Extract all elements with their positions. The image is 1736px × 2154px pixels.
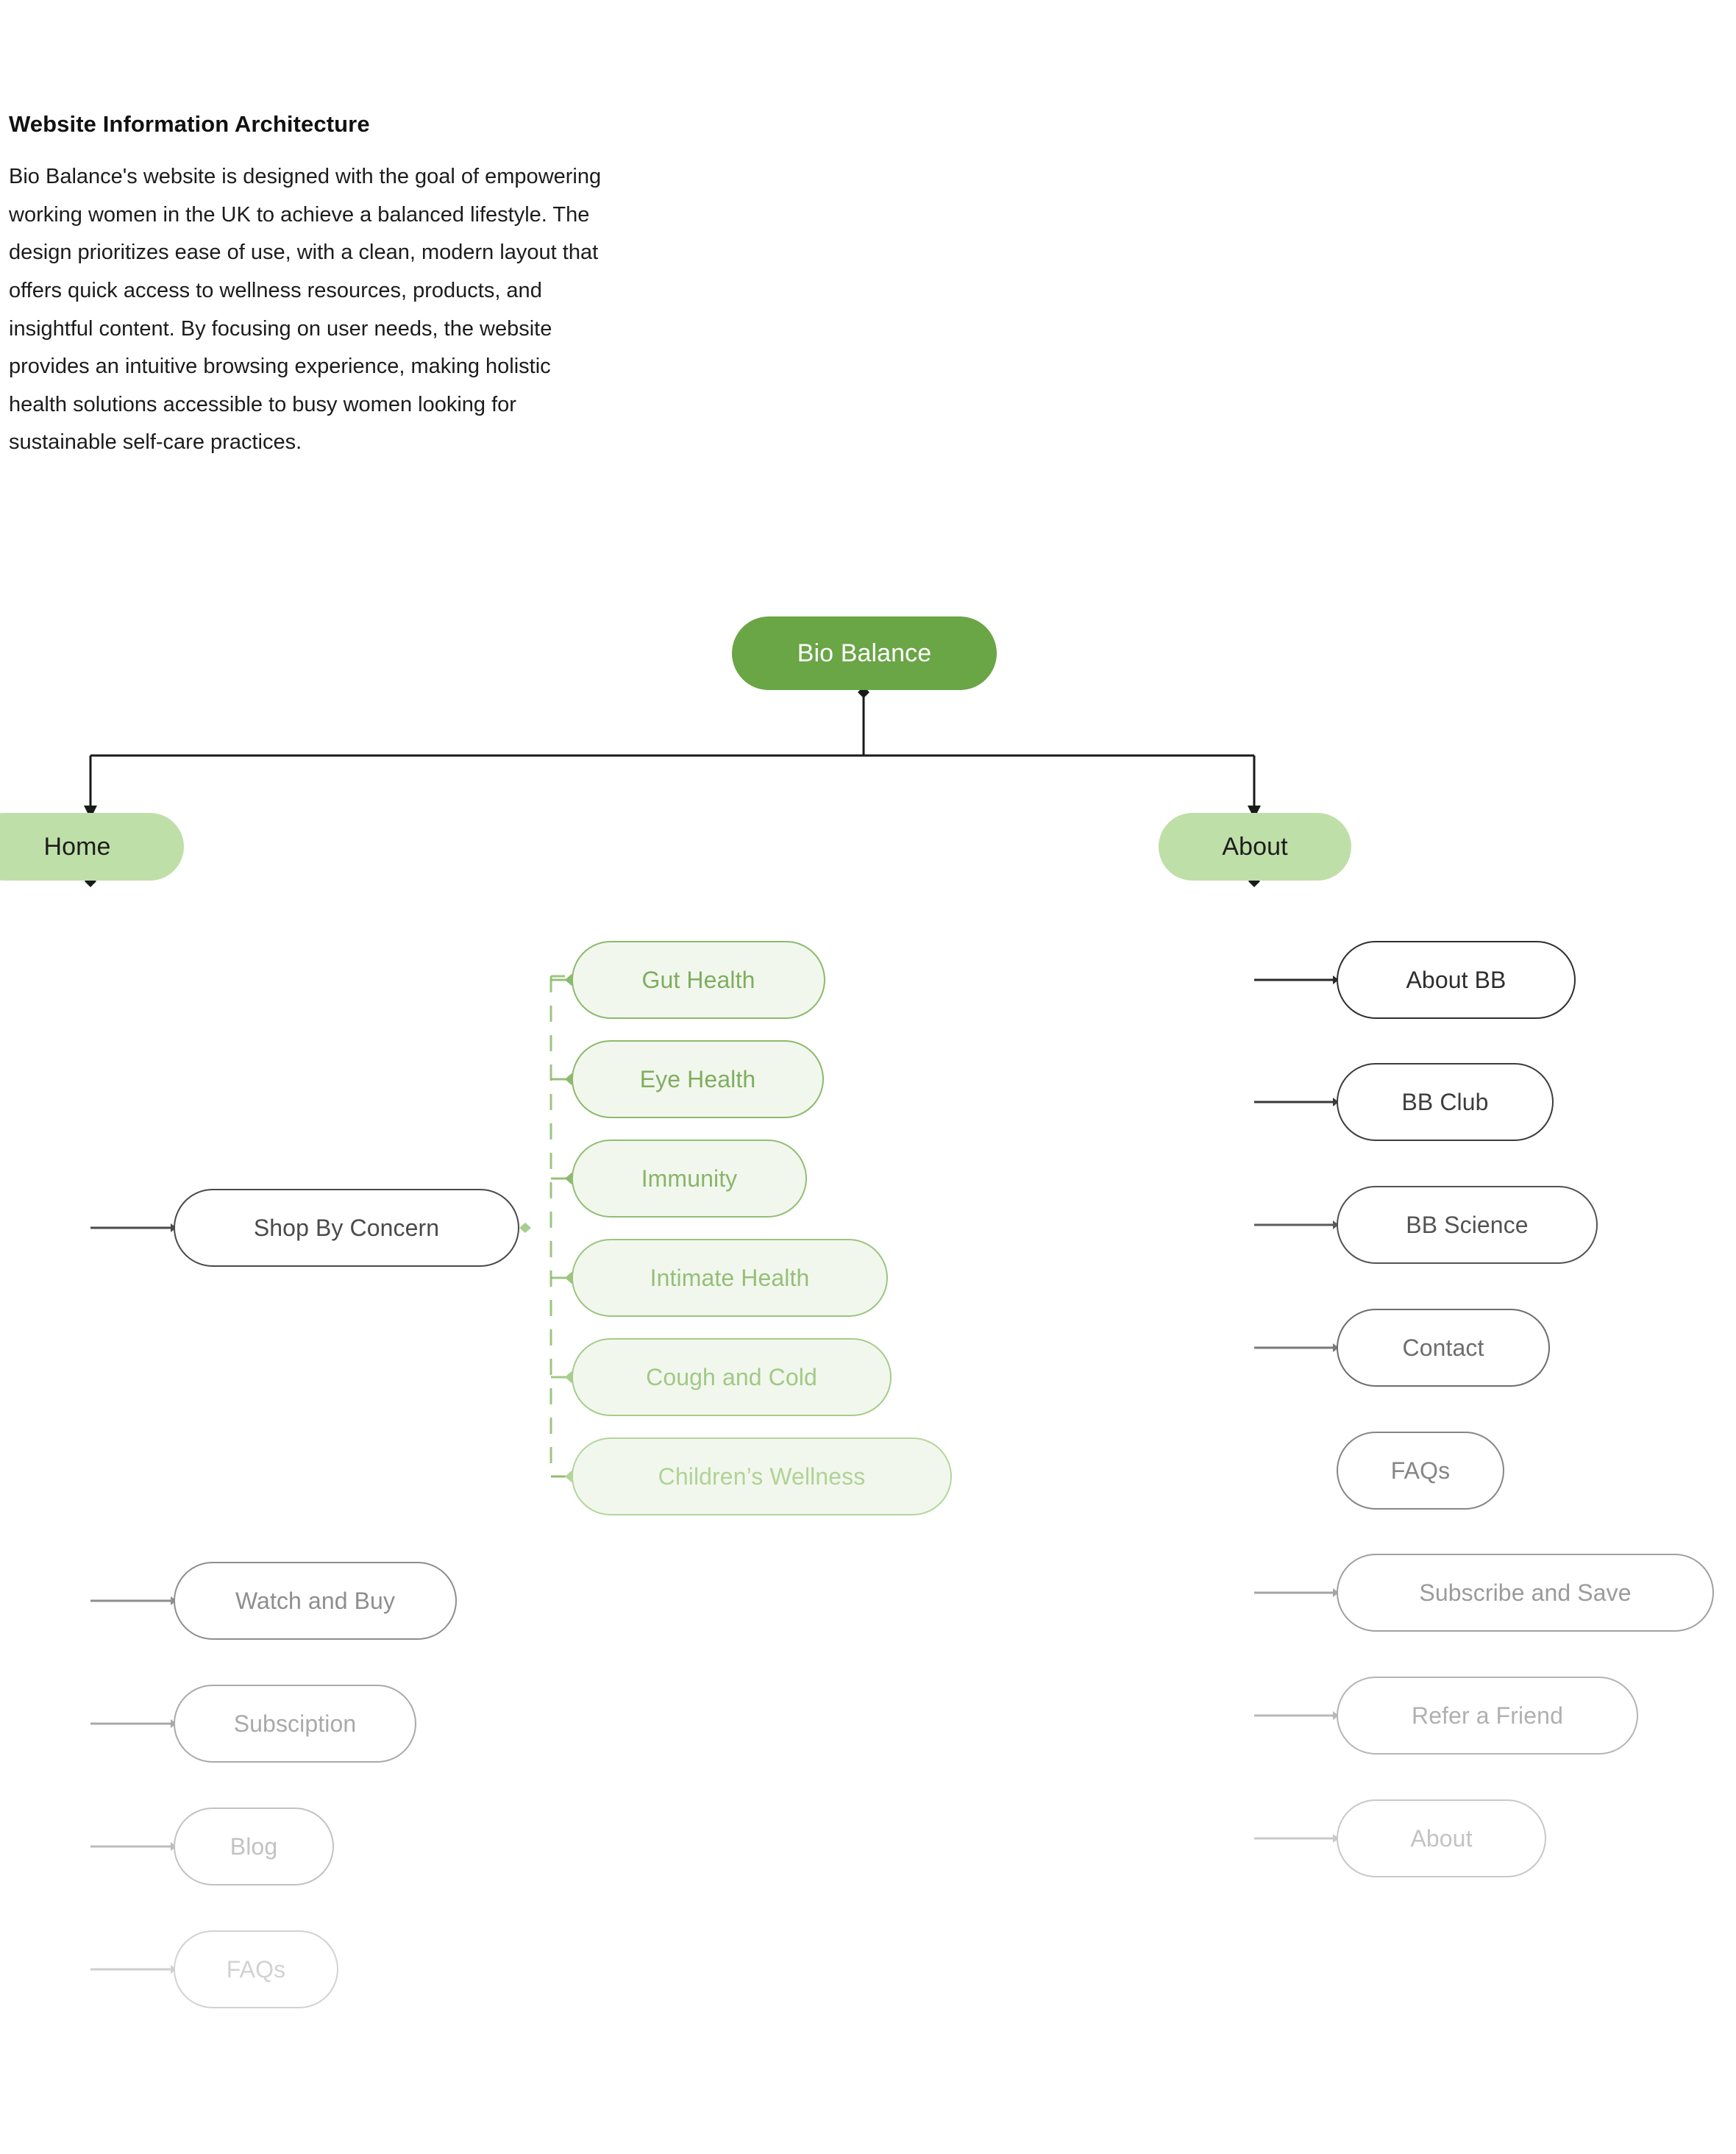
- node-about[interactable]: About: [1159, 813, 1351, 881]
- node-intimate-health[interactable]: Intimate Health: [572, 1239, 888, 1317]
- node-label: Children’s Wellness: [658, 1462, 866, 1490]
- node-label: Immunity: [641, 1165, 738, 1192]
- intro-paragraph: Bio Balance's website is designed with t…: [9, 165, 602, 455]
- node-label: BB Club: [1401, 1088, 1489, 1115]
- node-label: FAQs: [1390, 1457, 1451, 1484]
- node-label: Eye Health: [639, 1065, 756, 1092]
- node-faqs-home[interactable]: FAQs: [174, 1930, 338, 2008]
- node-label: Bio Balance: [797, 639, 932, 667]
- node-bb-club[interactable]: BB Club: [1337, 1063, 1554, 1141]
- node-label: Intimate Health: [650, 1264, 810, 1291]
- node-shop-by-concern[interactable]: Shop By Concern: [174, 1189, 519, 1267]
- node-cough-and-cold[interactable]: Cough and Cold: [572, 1338, 892, 1416]
- node-subscription[interactable]: Subsciption: [174, 1685, 416, 1763]
- about-trunk-edges: [1248, 875, 1339, 1843]
- node-label: Subsciption: [233, 1710, 357, 1737]
- node-faqs-about[interactable]: FAQs: [1337, 1432, 1504, 1510]
- node-label: FAQs: [226, 1955, 286, 1983]
- node-label: Home: [43, 832, 111, 861]
- node-label: BB Science: [1406, 1211, 1529, 1238]
- node-bio-balance[interactable]: Bio Balance: [732, 616, 997, 690]
- page-title: Website Information Architecture: [9, 111, 370, 137]
- node-childrens-wellness[interactable]: Children’s Wellness: [572, 1437, 952, 1515]
- node-label: About: [1222, 832, 1288, 861]
- node-label: Blog: [230, 1833, 278, 1860]
- root-branch-edges: [84, 686, 1261, 819]
- shop-by-concern-dashed-edges: [519, 974, 578, 1482]
- node-label: Refer a Friend: [1412, 1702, 1563, 1729]
- node-bb-science[interactable]: BB Science: [1337, 1186, 1598, 1264]
- node-eye-health[interactable]: Eye Health: [572, 1040, 824, 1118]
- intro-block: Website Information Architecture Bio Bal…: [9, 110, 847, 462]
- node-about-bb[interactable]: About BB: [1337, 941, 1576, 1019]
- node-label: Gut Health: [641, 966, 755, 993]
- node-immunity[interactable]: Immunity: [572, 1140, 807, 1218]
- node-about-footer[interactable]: About: [1337, 1799, 1546, 1877]
- node-label: About: [1410, 1824, 1473, 1852]
- node-label: Watch and Buy: [235, 1587, 396, 1614]
- node-label: Cough and Cold: [646, 1363, 817, 1390]
- node-watch-and-buy[interactable]: Watch and Buy: [174, 1562, 457, 1640]
- node-gut-health[interactable]: Gut Health: [572, 941, 825, 1019]
- node-label: Shop By Concern: [253, 1214, 440, 1241]
- node-label: Contact: [1402, 1334, 1484, 1361]
- node-label: About BB: [1406, 966, 1506, 993]
- node-blog[interactable]: Blog: [174, 1808, 334, 1885]
- node-home[interactable]: Home: [0, 813, 184, 881]
- node-contact[interactable]: Contact: [1337, 1309, 1550, 1387]
- home-trunk-edges: [85, 875, 177, 1988]
- node-subscribe-and-save[interactable]: Subscribe and Save: [1337, 1554, 1714, 1632]
- node-refer-a-friend[interactable]: Refer a Friend: [1337, 1677, 1638, 1755]
- node-label: Subscribe and Save: [1419, 1579, 1632, 1606]
